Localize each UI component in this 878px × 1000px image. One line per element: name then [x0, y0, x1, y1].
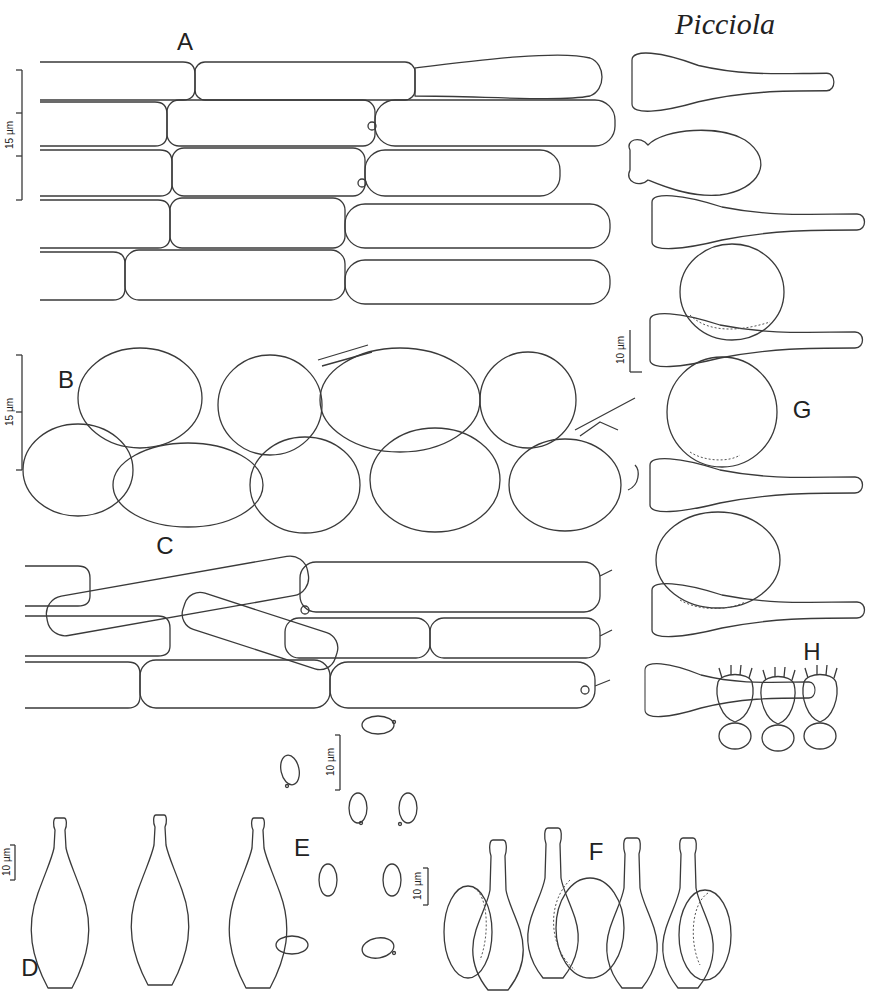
- hyphae-a: [16, 55, 615, 304]
- spores-e: [276, 716, 417, 961]
- cells-c: [25, 553, 612, 708]
- cystidia-d: [10, 815, 287, 988]
- panel-letter: D: [21, 954, 38, 982]
- panel-letter: F: [589, 838, 604, 866]
- hymenium-f: [423, 828, 731, 990]
- scale-label: 10 µm: [1, 848, 12, 876]
- panel-letter: B: [58, 366, 74, 394]
- basidia-h: [717, 665, 837, 751]
- panel-letter: A: [177, 28, 193, 56]
- scale-label: 10 µm: [615, 336, 626, 364]
- panel-letter: H: [803, 638, 820, 666]
- overlap-lines: [474, 880, 708, 970]
- author-signature: Picciola: [675, 7, 775, 41]
- overlap-lines: [680, 315, 770, 609]
- panel-letter: E: [294, 834, 310, 862]
- scale-label: 15 µm: [4, 121, 15, 149]
- elements-g: [628, 53, 865, 717]
- scale-label: 10 µm: [325, 748, 336, 776]
- scale-label: 15 µm: [4, 398, 15, 426]
- panel-letter: G: [793, 396, 812, 424]
- panel-letter: C: [156, 532, 173, 560]
- scale-label: 10 µm: [412, 872, 423, 900]
- cells-b: [16, 345, 635, 533]
